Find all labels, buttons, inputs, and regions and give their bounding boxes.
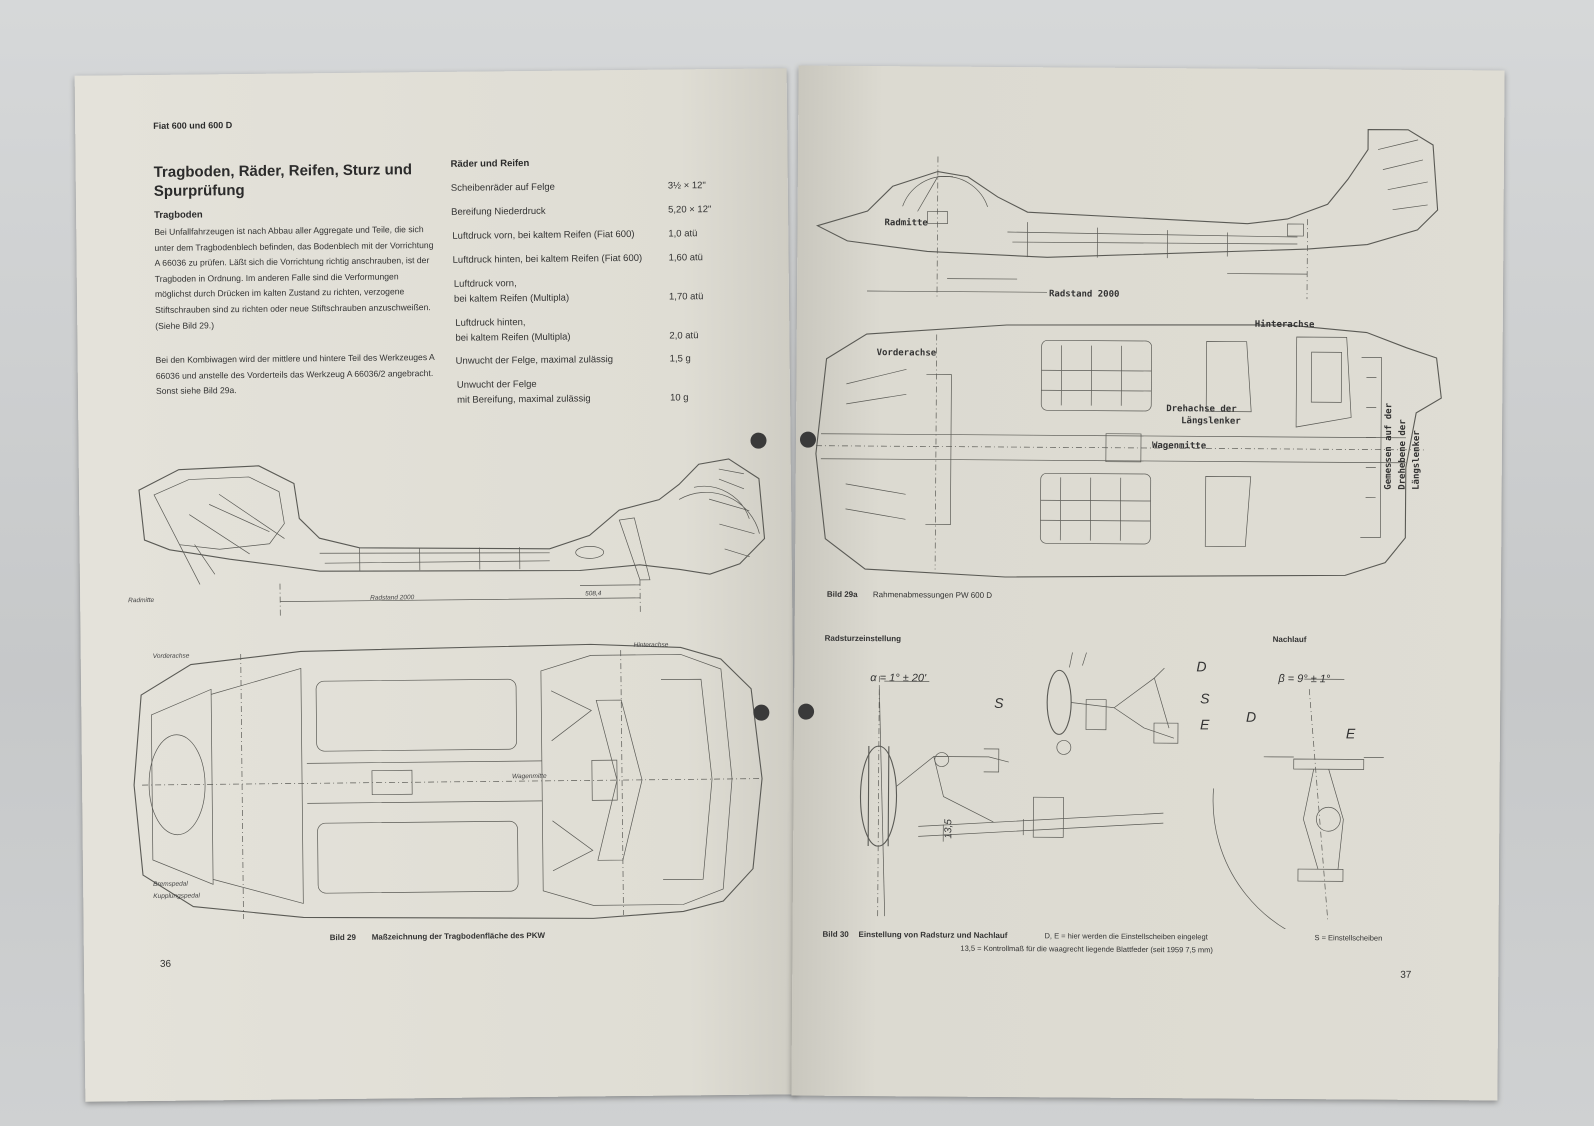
label-wagenmitte: Wagenmitte [1151, 441, 1207, 452]
spec-value: 2,0 atü [669, 330, 699, 342]
spec-label: Luftdruck vorn, bei kaltem Reifen (Fiat … [452, 228, 635, 242]
punch-hole [750, 432, 767, 449]
spec-label-2: mit Bereifung, maximal zulässig [457, 393, 591, 406]
label-hinterachse: Hinterachse [633, 641, 669, 649]
spec-label: Unwucht der Felge, maximal zulässig [455, 354, 614, 367]
spec-label-2: bei kaltem Reifen (Multipla) [455, 331, 571, 344]
label-wagenmitte: Wagenmitte [511, 772, 547, 781]
spec-value: 1,70 atü [668, 291, 704, 303]
radsturz-heading: Radsturzeinstellung [824, 633, 902, 644]
label-hinterachse: Hinterachse [1254, 319, 1315, 331]
letter-s: S [1200, 690, 1210, 707]
page-number: 37 [1400, 969, 1412, 981]
punch-hole [753, 704, 770, 721]
left-page: Fiat 600 und 600 D Tragboden, Räder, Rei… [74, 68, 798, 1102]
letter-d: D [1196, 658, 1207, 675]
label-radstand: Radstand 2000 [1048, 289, 1120, 300]
label-bremspedal: Bremspedal [153, 880, 188, 888]
label-drehachse: Drehachse der [1166, 404, 1237, 415]
dim-13-5: 13,5 [943, 819, 955, 839]
letter-e: E [1345, 725, 1356, 742]
body-paragraph-2: Bei den Kombiwagen wird der mittlere und… [155, 352, 435, 397]
label-radstand: Radstand 2000 [370, 594, 415, 602]
spec-value: 1,0 atü [668, 228, 698, 240]
letter-s: S [994, 694, 1004, 711]
camber-caster-drawing [859, 652, 1384, 931]
label-vorderachse: Vorderachse [152, 652, 190, 660]
letter-d: D [1246, 708, 1257, 725]
fig30-note-1: D, E = hier werden die Einstellscheiben … [1044, 931, 1208, 942]
fig30-caption-number: Bild 30 [822, 929, 849, 939]
chassis-side-view-drawing [138, 458, 766, 619]
fig30-note-2: S = Einstellscheiben [1314, 933, 1383, 943]
page-number: 36 [159, 958, 172, 970]
section-heading: Tragboden [154, 209, 203, 221]
running-head: Fiat 600 und 600 D [153, 120, 233, 131]
frame-plan-view-drawing [815, 324, 1442, 578]
spec-value: 5,20 × 12" [668, 204, 712, 216]
spec-label: Scheibenräder auf Felge [450, 181, 555, 194]
label-gemessen-2: Drehebene der [1397, 419, 1409, 490]
figure-caption: Maßzeichnung der Tragbodenfläche des PKW [371, 930, 546, 942]
right-page: Radmitte Radstand 2000 Vorderachse Hinte… [791, 65, 1505, 1101]
spec-label: Luftdruck hinten, [455, 317, 526, 329]
spec-label: Bereifung Niederdruck [451, 205, 546, 218]
spec-value: 1,5 g [669, 353, 691, 365]
label-vorderachse: Vorderachse [876, 348, 937, 359]
spec-value: 3½ × 12" [667, 180, 706, 192]
label-dim-508: 508,4 [585, 590, 602, 598]
label-gemessen-1: Gemessen auf der [1383, 402, 1395, 490]
page-title: Tragboden, Räder, Reifen, Sturz und Spur… [153, 161, 413, 200]
body-paragraph-1: Bei Unfallfahrzeugen ist nach Abbau alle… [154, 224, 434, 331]
fig29a-caption: Rahmenabmessungen PW 600 D [872, 590, 993, 600]
label-radmitte: Radmitte [884, 218, 928, 229]
label-radmitte: Radmitte [128, 596, 155, 605]
spec-value: 10 g [669, 392, 689, 404]
spec-value: 1,60 atü [668, 252, 703, 264]
spec-heading: Räder und Reifen [450, 158, 530, 170]
fig30-note-3: 13,5 = Kontrollmaß für die waagrecht lie… [960, 943, 1213, 955]
nachlauf-heading: Nachlauf [1272, 634, 1307, 645]
beta-caster-label: β = 9° ± 1° [1278, 672, 1331, 686]
spec-label: Luftdruck hinten, bei kaltem Reifen (Fia… [452, 252, 643, 266]
punch-hole [798, 703, 815, 720]
label-gemessen-3: Längslenker [1411, 430, 1423, 490]
chassis-plan-view-drawing [133, 643, 763, 920]
alpha-camber-label: α = 1° ± 20' [870, 672, 927, 685]
figure-caption-number: Bild 29 [329, 932, 356, 943]
frame-side-view-drawing [816, 128, 1439, 300]
fig29a-caption-number: Bild 29a [826, 589, 858, 599]
spec-label-2: bei kaltem Reifen (Multipla) [453, 292, 570, 305]
spec-label: Luftdruck vorn, [453, 278, 517, 290]
fig30-caption: Einstellung von Radsturz und Nachlauf [858, 929, 1008, 941]
spec-label: Unwucht der Felge [456, 378, 537, 391]
letter-e: E [1199, 716, 1210, 733]
label-laengslenker: Längslenker [1181, 416, 1241, 427]
label-kupplungspedal: Kupplungspedal [153, 892, 200, 900]
